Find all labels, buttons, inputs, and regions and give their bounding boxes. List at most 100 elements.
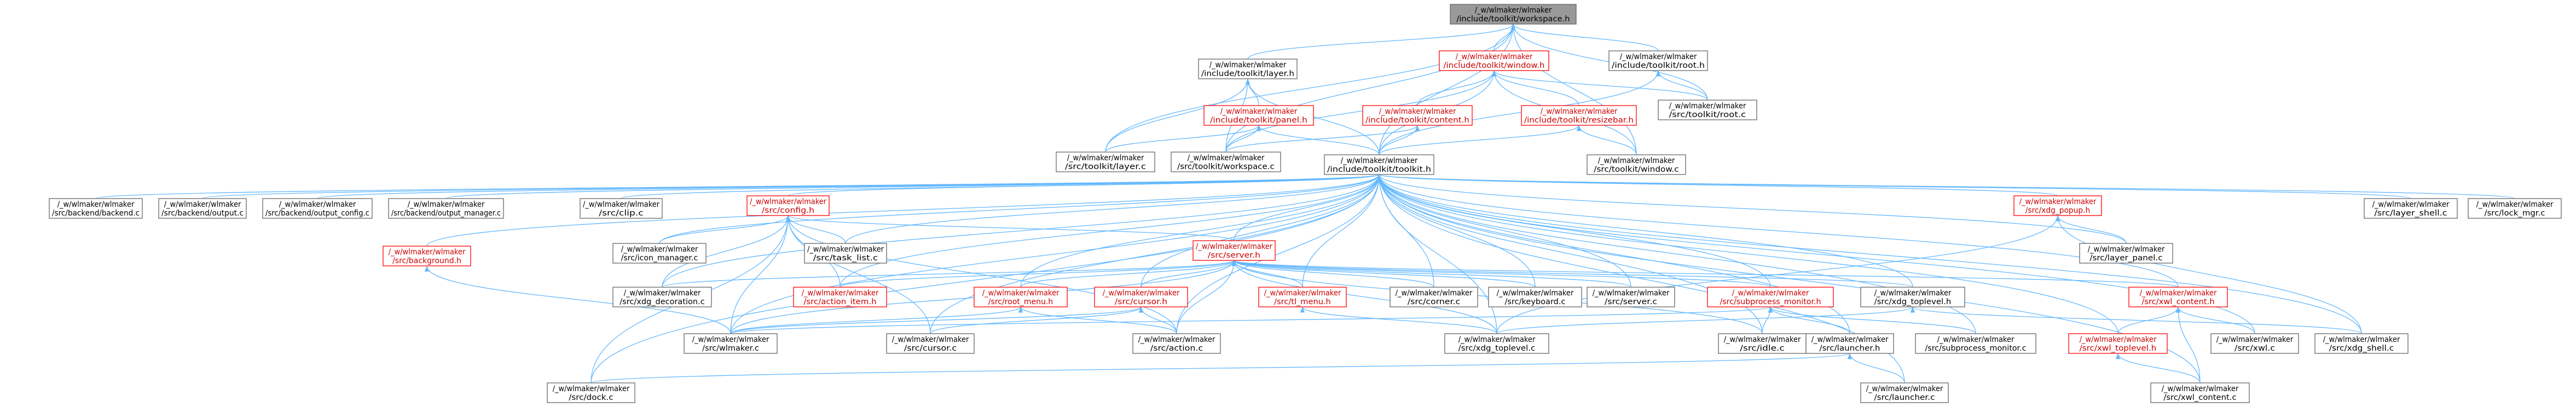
node-label-path: /src/toolkit/window.c	[1594, 165, 1678, 174]
node-lock-mgr-c[interactable]: /_w/wlmaker/wlmaker/src/lock_mgr.c	[2468, 198, 2562, 219]
node-subprocess-monitor-h[interactable]: /_w/wlmaker/wlmaker/src/subprocess_monit…	[1707, 287, 1834, 307]
edge-xdg_decoration_c-to-toolkit_h	[662, 174, 1382, 288]
node-root-c[interactable]: /_w/wlmaker/wlmaker/src/toolkit/root.c	[1658, 100, 1757, 120]
node-label-path: /src/xwl.c	[2235, 344, 2275, 353]
node-label-prefix: /_w/wlmaker/wlmaker	[692, 335, 769, 344]
node-layer-c[interactable]: /_w/wlmaker/wlmaker/src/toolkit/layer.c	[1056, 152, 1155, 172]
node-box	[1390, 287, 1478, 307]
node-label-path: /include/toolkit/resizebar.h	[1524, 116, 1634, 125]
edge-window_c-to-ws_h	[1510, 24, 1637, 155]
edge-toolkit_h-to-resizebar_h	[1379, 125, 1582, 155]
node-box	[1707, 287, 1834, 307]
node-launcher-c[interactable]: /_w/wlmaker/wlmaker/src/launcher.c	[1860, 382, 1949, 403]
node-window-c[interactable]: /_w/wlmaker/wlmaker/src/toolkit/window.c	[1587, 154, 1686, 175]
node-server-c[interactable]: /_w/wlmaker/wlmaker/src/server.c	[1587, 287, 1675, 307]
node-icon-manager-c[interactable]: /_w/wlmaker/wlmaker/src/icon_manager.c	[612, 243, 707, 264]
node-config-h[interactable]: /_w/wlmaker/wlmaker/src/config.h	[746, 195, 830, 216]
node-root-h[interactable]: /_w/wlmaker/wlmaker/include/toolkit/root…	[1608, 50, 1708, 71]
node-output-manager-c[interactable]: /_w/wlmaker/wlmaker/src/backend/output_m…	[388, 198, 504, 219]
node-label-prefix: /_w/wlmaker/wlmaker	[802, 289, 879, 298]
node-label-path: /src/xwl_toplevel.h	[2080, 344, 2157, 353]
node-box	[388, 198, 504, 219]
node-cursor-c[interactable]: /_w/wlmaker/wlmaker/src/cursor.c	[886, 333, 975, 354]
edge-subprocess_monitor_h-to-server_h	[1232, 260, 1771, 288]
node-xwl-content-h[interactable]: /_w/wlmaker/wlmaker/src/xwl_content.h	[2128, 287, 2228, 307]
edge-layer_panel_c-to-xdg_popup_h	[2055, 215, 2127, 244]
node-box	[1488, 287, 1582, 307]
edge-root_c-to-root_h	[1655, 70, 1708, 101]
node-launcher-h[interactable]: /_w/wlmaker/wlmaker/src/launcher.h	[1805, 333, 1894, 354]
node-box	[1587, 287, 1675, 307]
node-xdg-toplevel-c[interactable]: /_w/wlmaker/wlmaker/src/xdg_toplevel.c	[1444, 333, 1549, 354]
node-layer-panel-c[interactable]: /_w/wlmaker/wlmaker/src/layer_panel.c	[2079, 243, 2173, 264]
node-label-path: /src/xdg_toplevel.h	[1874, 298, 1952, 306]
node-label-path: /src/xwl_content.h	[2141, 298, 2214, 306]
node-label-path: /src/tl_menu.h	[1274, 298, 1331, 306]
node-label-prefix: /_w/wlmaker/wlmaker	[57, 200, 135, 209]
node-label-path: /src/launcher.c	[1874, 393, 1935, 402]
edge-xwl_toplevel_h-to-xwl_content_h	[2117, 306, 2181, 334]
node-label-prefix: /_w/wlmaker/wlmaker	[1196, 242, 1272, 251]
node-task-list-c[interactable]: /_w/wlmaker/wlmaker/src/task_list.c	[804, 243, 887, 264]
node-xwl-toplevel-h[interactable]: /_w/wlmaker/wlmaker/src/xwl_toplevel.h	[2068, 333, 2168, 354]
node-tl-menu-h[interactable]: /_w/wlmaker/wlmaker/src/tl_menu.h	[1258, 287, 1347, 307]
node-xwl-c[interactable]: /_w/wlmaker/wlmaker/src/xwl.c	[2210, 333, 2299, 354]
node-background-h[interactable]: /_w/wlmaker/wlmaker/src/background.h	[383, 246, 471, 266]
edge-launcher_h-to-toolkit_h	[1376, 174, 1850, 334]
node-label-prefix: /_w/wlmaker/wlmaker	[1541, 107, 1618, 116]
edge-wlmaker_c-to-background_h	[424, 265, 731, 334]
edge-xdg_decoration_c-to-config_h	[662, 215, 791, 288]
node-subprocess-monitor-c[interactable]: /_w/wlmaker/wlmaker/src/subprocess_monit…	[1915, 333, 2036, 354]
node-action-item-h[interactable]: /_w/wlmaker/wlmaker/src/action_item.h	[793, 287, 887, 307]
node-label-prefix: /_w/wlmaker/wlmaker	[624, 289, 701, 298]
node-label-prefix: /_w/wlmaker/wlmaker	[1220, 107, 1298, 116]
node-layer-shell-c[interactable]: /_w/wlmaker/wlmaker/src/layer_shell.c	[2364, 198, 2458, 219]
edge-panel_h-to-layer_h	[1245, 78, 1259, 106]
node-box	[1193, 240, 1276, 261]
node-xdg-shell-c[interactable]: /_w/wlmaker/wlmaker/src/xdg_shell.c	[2314, 333, 2409, 354]
node-xdg-toplevel-h[interactable]: /_w/wlmaker/wlmaker/src/xdg_toplevel.h	[1860, 287, 1965, 307]
edge-icon_manager_c-to-config_h	[659, 215, 791, 244]
node-output-config-c[interactable]: /_w/wlmaker/wlmaker/src/backend/output_c…	[262, 198, 373, 219]
edge-root_h-to-ws_h	[1510, 24, 1659, 51]
node-label-path: /src/config.h	[762, 206, 814, 215]
edge-workspace_c-to-window_h	[1225, 70, 1497, 153]
edge-wlmaker_c-to-cursor_h	[730, 306, 1143, 334]
node-resizebar-h[interactable]: /_w/wlmaker/wlmaker/include/toolkit/resi…	[1521, 105, 1637, 126]
node-xdg-decoration-c[interactable]: /_w/wlmaker/wlmaker/src/xdg_decoration.c	[612, 287, 712, 307]
edge-cursor_c-to-config_h	[785, 215, 931, 334]
node-layer-h[interactable]: /_w/wlmaker/wlmaker/include/toolkit/laye…	[1198, 59, 1298, 79]
node-idle-c[interactable]: /_w/wlmaker/wlmaker/src/idle.c	[1718, 333, 1807, 354]
node-backend-c[interactable]: /_w/wlmaker/wlmaker/src/backend/backend.…	[49, 198, 143, 219]
node-workspace-c[interactable]: /_w/wlmaker/wlmaker/src/toolkit/workspac…	[1171, 152, 1281, 172]
node-content-h[interactable]: /_w/wlmaker/wlmaker/include/toolkit/cont…	[1362, 105, 1473, 126]
node-xdg-popup-h[interactable]: /_w/wlmaker/wlmaker/src/xdg_popup.h	[2013, 195, 2102, 216]
node-root-menu-h[interactable]: /_w/wlmaker/wlmaker/src/root_menu.h	[974, 287, 1068, 307]
edge-action_c-to-config_h	[785, 215, 1177, 334]
node-output-c[interactable]: /_w/wlmaker/wlmaker/src/backend/output.c	[158, 198, 247, 219]
edge-xdg_shell_c-to-xdg_toplevel_h	[1911, 306, 2362, 334]
node-panel-h[interactable]: /_w/wlmaker/wlmaker/include/toolkit/pane…	[1203, 105, 1314, 126]
node-toolkit-h[interactable]: /_w/wlmaker/wlmaker/include/toolkit/tool…	[1324, 154, 1434, 175]
node-xwl-content-c[interactable]: /_w/wlmaker/wlmaker/src/xwl_content.c	[2150, 382, 2250, 403]
node-corner-c[interactable]: /_w/wlmaker/wlmaker/src/corner.c	[1390, 287, 1478, 307]
node-label-prefix: /_w/wlmaker/wlmaker	[2088, 245, 2165, 254]
node-wlmaker-c[interactable]: /_w/wlmaker/wlmaker/src/wlmaker.c	[684, 333, 778, 354]
node-clip-c[interactable]: /_w/wlmaker/wlmaker/src/clip.c	[580, 198, 663, 219]
node-label-prefix: /_w/wlmaker/wlmaker	[389, 248, 466, 257]
edge-server_c-to-server_h	[1232, 260, 1631, 288]
node-dock-c[interactable]: /_w/wlmaker/wlmaker/src/dock.c	[547, 382, 635, 403]
node-cursor-h[interactable]: /_w/wlmaker/wlmaker/src/cursor.h	[1094, 287, 1188, 307]
node-box	[383, 246, 471, 266]
node-box	[1658, 100, 1757, 120]
node-label-prefix: /_w/wlmaker/wlmaker	[2019, 197, 2097, 206]
node-action-c[interactable]: /_w/wlmaker/wlmaker/src/action.c	[1132, 333, 1221, 354]
edge-subprocess_monitor_c-to-subprocess_monitor_h	[1768, 306, 1976, 334]
node-label-path: /src/toolkit/workspace.c	[1177, 162, 1275, 171]
edge-server_c-to-toolkit_h	[1376, 174, 1631, 288]
node-window-h[interactable]: /_w/wlmaker/wlmaker/include/toolkit/wind…	[1439, 50, 1549, 71]
edge-keyboard_c-to-toolkit_h	[1376, 174, 1536, 288]
node-label-prefix: /_w/wlmaker/wlmaker	[1874, 289, 1952, 298]
node-server-h[interactable]: /_w/wlmaker/wlmaker/src/server.h	[1193, 240, 1276, 261]
node-keyboard-c[interactable]: /_w/wlmaker/wlmaker/src/keyboard.c	[1488, 287, 1582, 307]
